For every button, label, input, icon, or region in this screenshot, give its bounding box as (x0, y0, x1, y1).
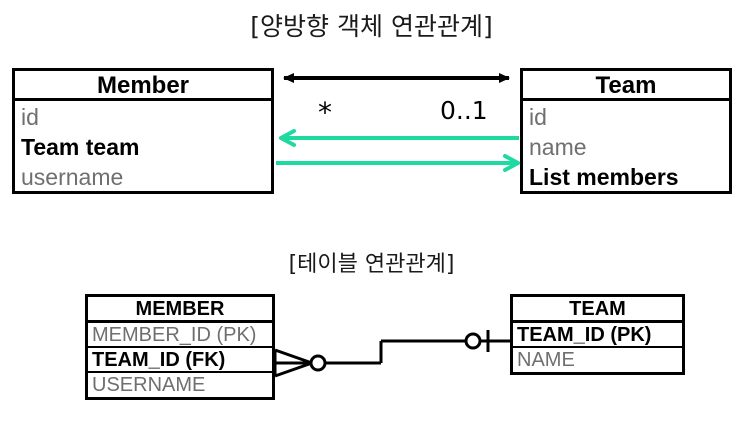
team-to-member-reference-arrow (279, 129, 519, 147)
team-field-name: name (529, 134, 587, 160)
cardinality-zero-or-many-marker (273, 348, 327, 378)
member-table-header: MEMBER (88, 297, 272, 323)
team-column-team-id: TEAM_ID (PK) (513, 323, 682, 348)
member-column-member-id: MEMBER_ID (PK) (88, 323, 272, 348)
team-table-header: TEAM (513, 297, 682, 323)
member-class-box[interactable]: Member id Team team username (12, 68, 274, 194)
crows-foot-relationship-line (325, 339, 510, 365)
cardinality-zero-or-one-marker (464, 330, 490, 352)
team-column-name: NAME (517, 349, 575, 371)
object-association-title: [양방향 객체 연관관계] (250, 12, 493, 41)
multiplicity-right-label: 0..1 (440, 96, 488, 125)
team-class-fields: id name List members (523, 101, 729, 192)
multiplicity-left-label: * (318, 96, 332, 129)
member-field-team: Team team (21, 134, 140, 160)
team-field-members: List members (529, 164, 679, 190)
member-class-header: Member (15, 71, 271, 101)
team-class-box[interactable]: Team id name List members (520, 68, 732, 194)
member-column-username: USERNAME (92, 374, 206, 396)
member-table-box[interactable]: MEMBER MEMBER_ID (PK) TEAM_ID (FK) USERN… (85, 294, 275, 400)
member-field-username: username (21, 164, 124, 190)
team-class-header: Team (523, 71, 729, 101)
table-relationship-title: [테이블 연관관계] (288, 252, 455, 277)
member-table-columns: MEMBER_ID (PK) TEAM_ID (FK) USERNAME (88, 323, 272, 398)
member-field-id: id (21, 104, 39, 130)
team-table-box[interactable]: TEAM TEAM_ID (PK) NAME (510, 294, 685, 375)
member-class-fields: id Team team username (15, 101, 271, 192)
member-column-team-id: TEAM_ID (FK) (88, 348, 272, 373)
team-field-id: id (529, 104, 547, 130)
team-table-columns: TEAM_ID (PK) NAME (513, 323, 682, 373)
member-to-team-reference-arrow (276, 154, 520, 172)
